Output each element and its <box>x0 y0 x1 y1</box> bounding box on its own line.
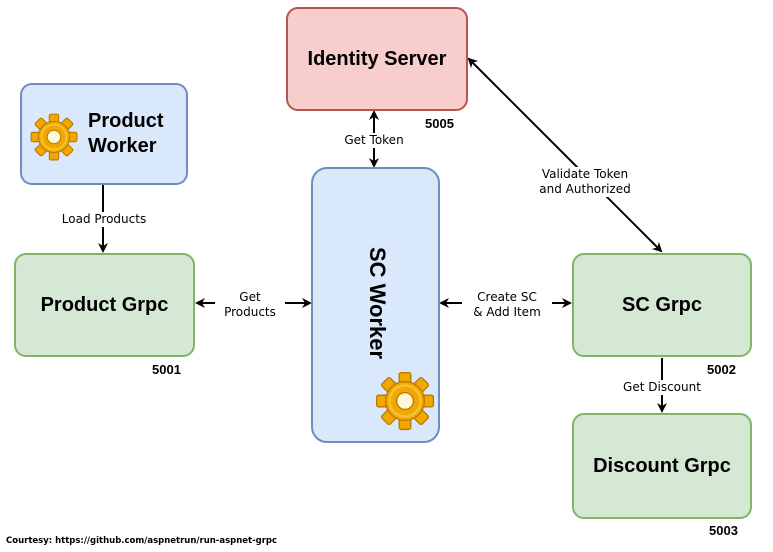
identity-server-port: 5005 <box>425 116 454 131</box>
validate-token-label: Validate Token and Authorized <box>526 167 644 197</box>
product-grpc-port: 5001 <box>152 362 181 377</box>
create-sc-label: Create SC & Add Item <box>462 290 552 320</box>
discount-grpc-title: Discount Grpc <box>593 455 731 477</box>
sc-grpc-title: SC Grpc <box>621 294 703 316</box>
product-worker-title-line2: Worker <box>88 135 157 157</box>
create-sc-label-line1: Create SC <box>477 290 537 304</box>
validate-token-label-line2: and Authorized <box>539 182 631 196</box>
product-grpc-title: Product Grpc <box>40 294 169 316</box>
sc-grpc-port: 5002 <box>707 362 736 377</box>
product-worker-title-line1: Product <box>88 110 164 132</box>
discount-grpc-node[interactable]: Discount Grpc <box>572 413 752 519</box>
courtesy-credit: Courtesy: https://github.com/aspnetrun/r… <box>6 536 278 546</box>
identity-server-node[interactable]: Identity Server <box>286 7 468 111</box>
load-products-label: Load Products <box>52 212 156 227</box>
identity-server-title: Identity Server <box>307 48 447 70</box>
sc-grpc-node[interactable]: SC Grpc <box>572 253 752 357</box>
discount-grpc-port: 5003 <box>709 523 738 538</box>
get-products-label-line2: Products <box>224 305 276 319</box>
get-products-label-line1: Get <box>239 290 261 304</box>
get-discount-label: Get Discount <box>612 380 712 395</box>
gear-icon <box>30 113 78 161</box>
get-token-label: Get Token <box>336 133 412 148</box>
create-sc-label-line2: & Add Item <box>473 305 541 319</box>
product-grpc-node[interactable]: Product Grpc <box>14 253 195 357</box>
validate-token-label-line1: Validate Token <box>541 167 629 181</box>
gear-icon <box>375 371 435 431</box>
edge-validate-token <box>467 57 663 253</box>
sc-worker-title: SC Worker <box>365 246 390 360</box>
get-products-label: Get Products <box>215 290 285 320</box>
